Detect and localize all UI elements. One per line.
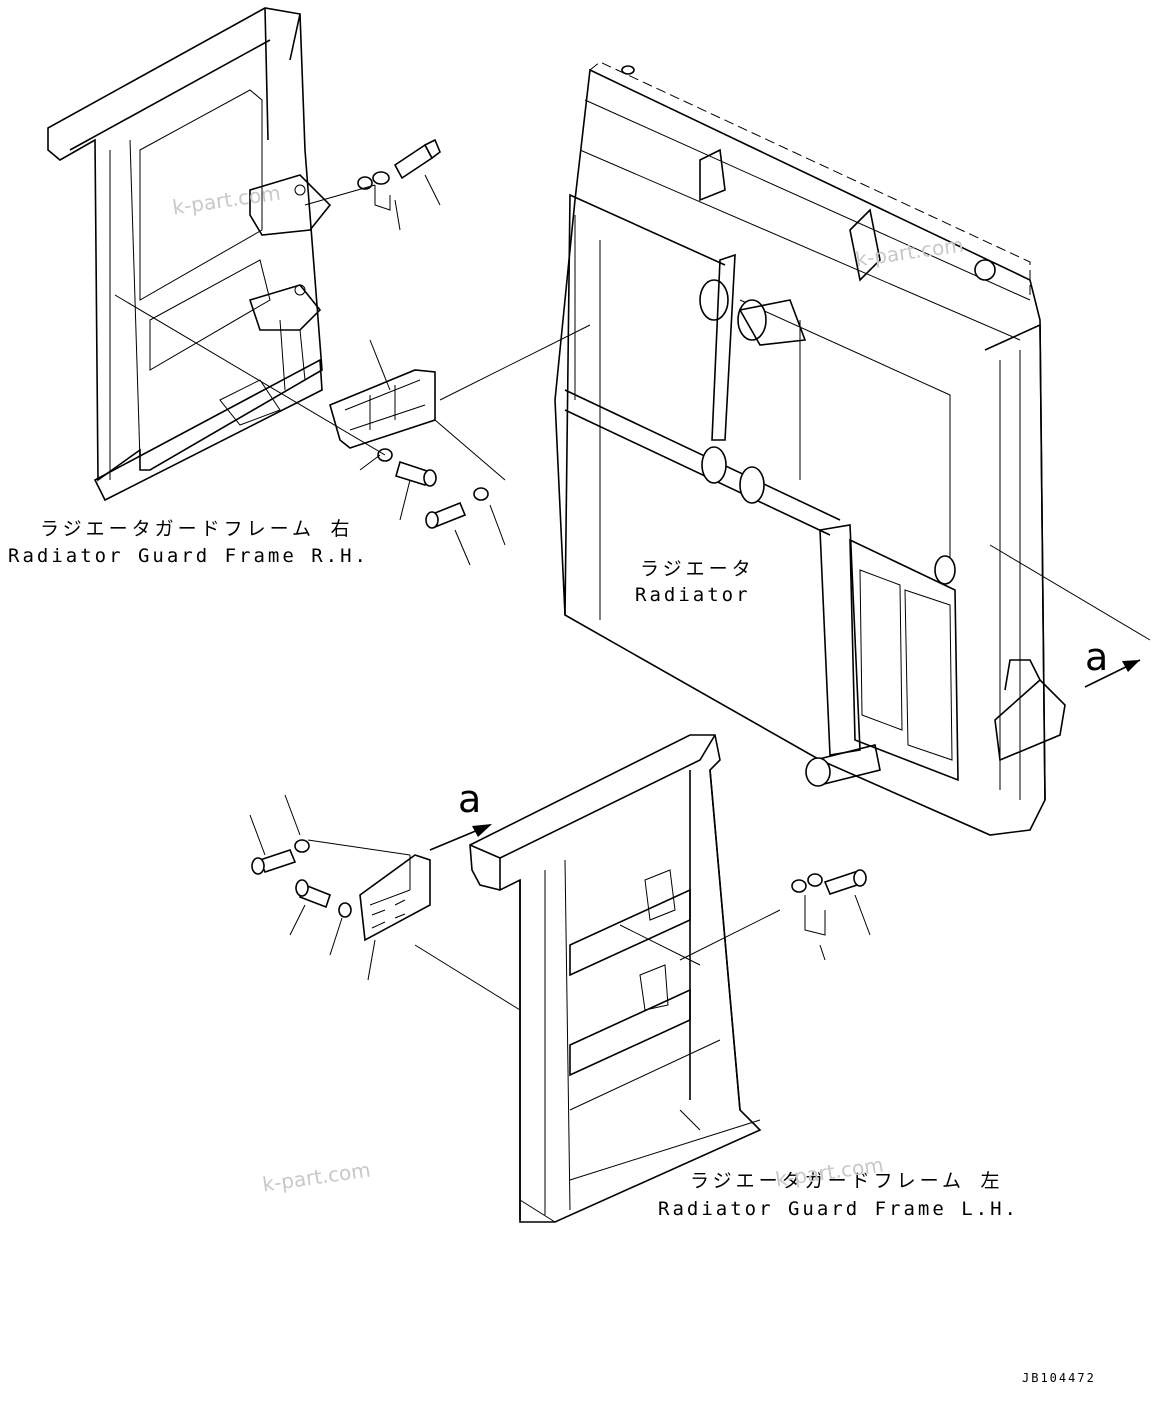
lh-hardware (249, 794, 871, 1011)
radiator-label-jp: ラジエータ (640, 558, 755, 580)
guard-frame-lh-label-jp: ラジエータガードフレーム 左 (690, 1170, 1004, 1192)
guard-frame-rh-label-jp: ラジエータガードフレーム 右 (40, 518, 354, 540)
guard-frame-rh-drawing (47, 7, 332, 502)
guard-frame-rh-label-en: Radiator Guard Frame R.H. (8, 545, 369, 567)
radiator-drawing (554, 61, 1151, 836)
guard-frame-lh-drawing (469, 734, 762, 1223)
guard-frame-lh-label-en: Radiator Guard Frame L.H. (658, 1198, 1019, 1220)
drawing-code: JB104472 (1022, 1371, 1096, 1385)
radiator-label-en: Radiator (635, 584, 751, 606)
view-arrow-a-right-label: a (1085, 635, 1109, 679)
view-arrow-a-left-label: a (458, 777, 482, 821)
rh-hardware (114, 138, 591, 566)
